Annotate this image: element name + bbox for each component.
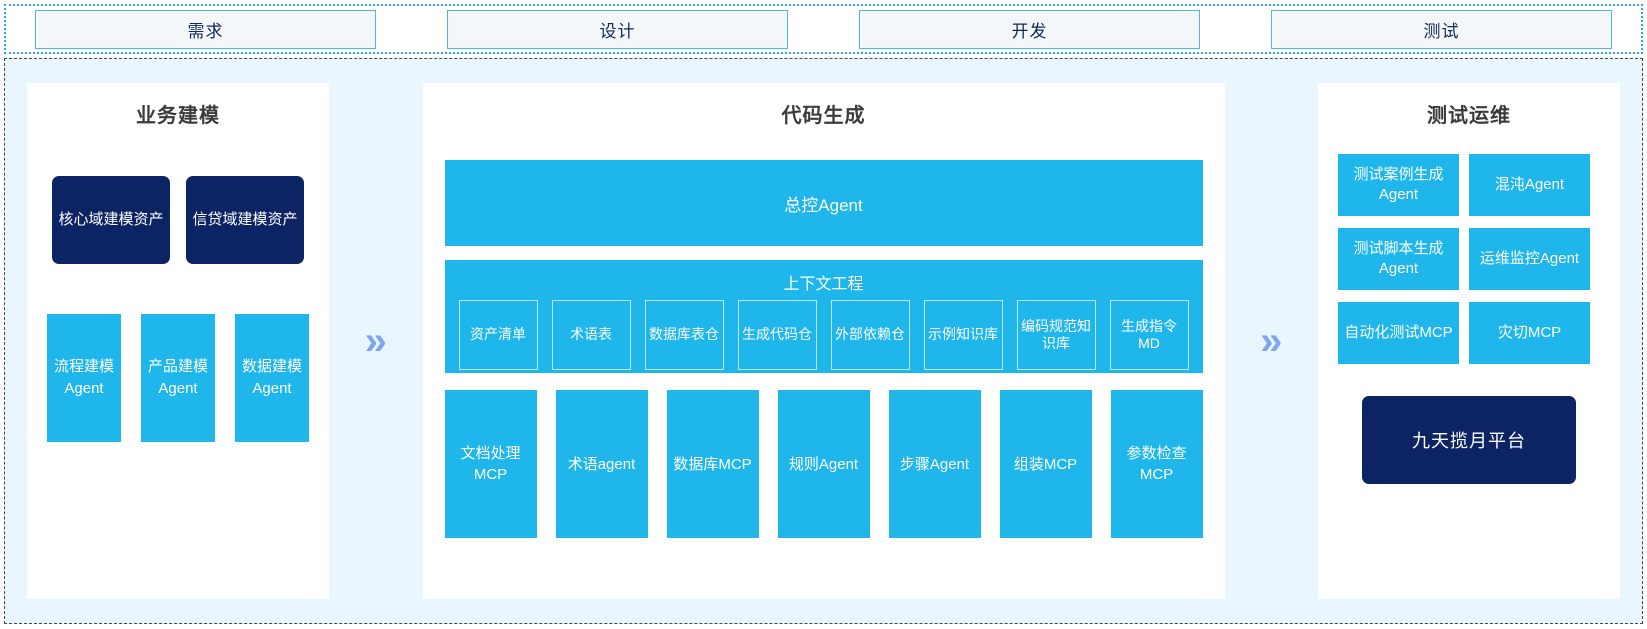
context-item-glossary[interactable]: 术语表 (551, 300, 631, 370)
asset-box-row: 核心域建模资产 信贷域建模资产 (27, 176, 329, 264)
tool-box-document-processing-mcp[interactable]: 文档处理MCP (444, 390, 537, 538)
agent-box-product-modeling[interactable]: 产品建模Agent (141, 314, 215, 442)
phase-box-testing[interactable]: 测试 (1271, 9, 1612, 49)
tool-box-row: 文档处理MCP 术语agent 数据库MCP 规则Agent 步骤Agent 组… (423, 390, 1225, 538)
platform-label: 九天揽月平台 (1412, 431, 1526, 451)
double-chevron-right-icon: » (1225, 83, 1319, 599)
context-item-label: 数据库表仓 (649, 326, 719, 343)
platform-box-jiutian-lanyue[interactable]: 九天揽月平台 (1362, 396, 1576, 484)
asset-label: 信贷域建模资产 (192, 210, 298, 228)
context-item-label: 示例知识库 (928, 326, 998, 343)
phase-label: 设计 (599, 21, 636, 41)
phase-strip: 需求 设计 开发 测试 (4, 4, 1643, 54)
context-item-label: 生成指令MD (1121, 317, 1177, 352)
ops-box-disaster-switch-mcp[interactable]: 灾切MCP (1469, 302, 1590, 364)
panel-business-modeling: 业务建模 核心域建模资产 信贷域建模资产 流程建模Agent 产品建模Agent… (27, 83, 329, 599)
context-item-label: 编码规范知识库 (1021, 317, 1091, 352)
panel-test-ops: 测试运维 测试案例生成Agent 混沌Agent 测试脚本生成Agent 运维监… (1318, 83, 1620, 599)
agent-box-process-modeling[interactable]: 流程建模Agent (47, 314, 121, 442)
ops-box-test-case-generation-agent[interactable]: 测试案例生成Agent (1338, 154, 1459, 216)
phase-box-requirements[interactable]: 需求 (35, 9, 376, 49)
ops-box-grid: 测试案例生成Agent 混沌Agent 测试脚本生成Agent 运维监控Agen… (1318, 154, 1620, 364)
tool-box-rule-agent[interactable]: 规则Agent (777, 390, 870, 538)
tool-box-glossary-agent[interactable]: 术语agent (555, 390, 648, 538)
agent-label: 数据建模Agent (241, 358, 302, 397)
tool-label: 参数检查MCP (1126, 445, 1187, 483)
tool-label: 规则Agent (788, 455, 859, 473)
ops-label: 混沌Agent (1494, 175, 1565, 193)
panel-title-business-modeling: 业务建模 (136, 105, 220, 127)
tool-box-database-mcp[interactable]: 数据库MCP (666, 390, 759, 538)
context-engineering-title: 上下文工程 (783, 276, 864, 293)
ops-label: 灾切MCP (1497, 323, 1562, 341)
tool-box-step-agent[interactable]: 步骤Agent (888, 390, 981, 538)
master-agent-label: 总控Agent (784, 195, 863, 215)
context-item-coding-standard-kb[interactable]: 编码规范知识库 (1016, 300, 1096, 370)
context-item-label: 外部依赖仓 (835, 326, 905, 343)
context-item-example-knowledge-base[interactable]: 示例知识库 (923, 300, 1003, 370)
phase-label: 开发 (1011, 21, 1048, 41)
tool-label: 组装MCP (1013, 455, 1078, 473)
agent-box-data-modeling[interactable]: 数据建模Agent (235, 314, 309, 442)
tool-label: 数据库MCP (673, 455, 752, 473)
architecture-diagram: 业务建模 核心域建模资产 信贷域建模资产 流程建模Agent 产品建模Agent… (4, 58, 1643, 624)
panel-code-generation: 代码生成 总控Agent 上下文工程 资产清单 术语表 数据库表仓 生成代码仓 (422, 83, 1225, 599)
tool-label: 步骤Agent (899, 455, 970, 473)
context-item-generated-code-repo[interactable]: 生成代码仓 (737, 300, 817, 370)
tool-label: 文档处理MCP (460, 445, 521, 483)
phase-box-development[interactable]: 开发 (859, 9, 1200, 49)
phase-label: 需求 (187, 21, 224, 41)
ops-label: 运维监控Agent (1479, 249, 1580, 267)
tool-box-assembly-mcp[interactable]: 组装MCP (999, 390, 1092, 538)
modeling-agent-row: 流程建模Agent 产品建模Agent 数据建模Agent (27, 314, 329, 442)
chevron-glyph: » (364, 319, 387, 363)
panel-title-code-generation: 代码生成 (781, 105, 866, 127)
asset-box-credit-domain[interactable]: 信贷域建模资产 (186, 176, 304, 264)
tool-box-parameter-check-mcp[interactable]: 参数检查MCP (1110, 390, 1203, 538)
context-item-external-dependency-repo[interactable]: 外部依赖仓 (830, 300, 910, 370)
ops-label: 测试案例生成Agent (1353, 165, 1444, 203)
chevron-glyph: » (1260, 319, 1283, 363)
context-item-db-table-repo[interactable]: 数据库表仓 (644, 300, 724, 370)
ops-label: 自动化测试MCP (1344, 323, 1453, 341)
phase-box-design[interactable]: 设计 (447, 9, 788, 49)
context-engineering-block: 上下文工程 资产清单 术语表 数据库表仓 生成代码仓 外部依赖仓 示 (444, 260, 1203, 373)
asset-label: 核心域建模资产 (58, 210, 164, 228)
phase-label: 测试 (1423, 21, 1460, 41)
ops-label: 测试脚本生成Agent (1353, 239, 1444, 277)
master-agent-box[interactable]: 总控Agent (444, 160, 1203, 246)
tool-label: 术语agent (567, 455, 636, 473)
context-item-row: 资产清单 术语表 数据库表仓 生成代码仓 外部依赖仓 示例知识库 (445, 300, 1203, 370)
context-item-generation-instruction-md[interactable]: 生成指令MD (1109, 300, 1189, 370)
ops-box-automated-test-mcp[interactable]: 自动化测试MCP (1338, 302, 1459, 364)
context-item-label: 生成代码仓 (742, 326, 812, 343)
context-item-asset-inventory[interactable]: 资产清单 (458, 300, 538, 370)
ops-box-test-script-generation-agent[interactable]: 测试脚本生成Agent (1338, 228, 1459, 290)
context-item-label: 资产清单 (470, 326, 526, 343)
ops-box-chaos-agent[interactable]: 混沌Agent (1469, 154, 1590, 216)
asset-box-core-domain[interactable]: 核心域建模资产 (52, 176, 170, 264)
ops-box-ops-monitoring-agent[interactable]: 运维监控Agent (1469, 228, 1590, 290)
context-item-label: 术语表 (570, 326, 612, 343)
agent-label: 产品建模Agent (147, 358, 208, 397)
panel-title-test-ops: 测试运维 (1427, 105, 1511, 127)
double-chevron-right-icon: » (329, 83, 423, 599)
agent-label: 流程建模Agent (53, 358, 114, 397)
